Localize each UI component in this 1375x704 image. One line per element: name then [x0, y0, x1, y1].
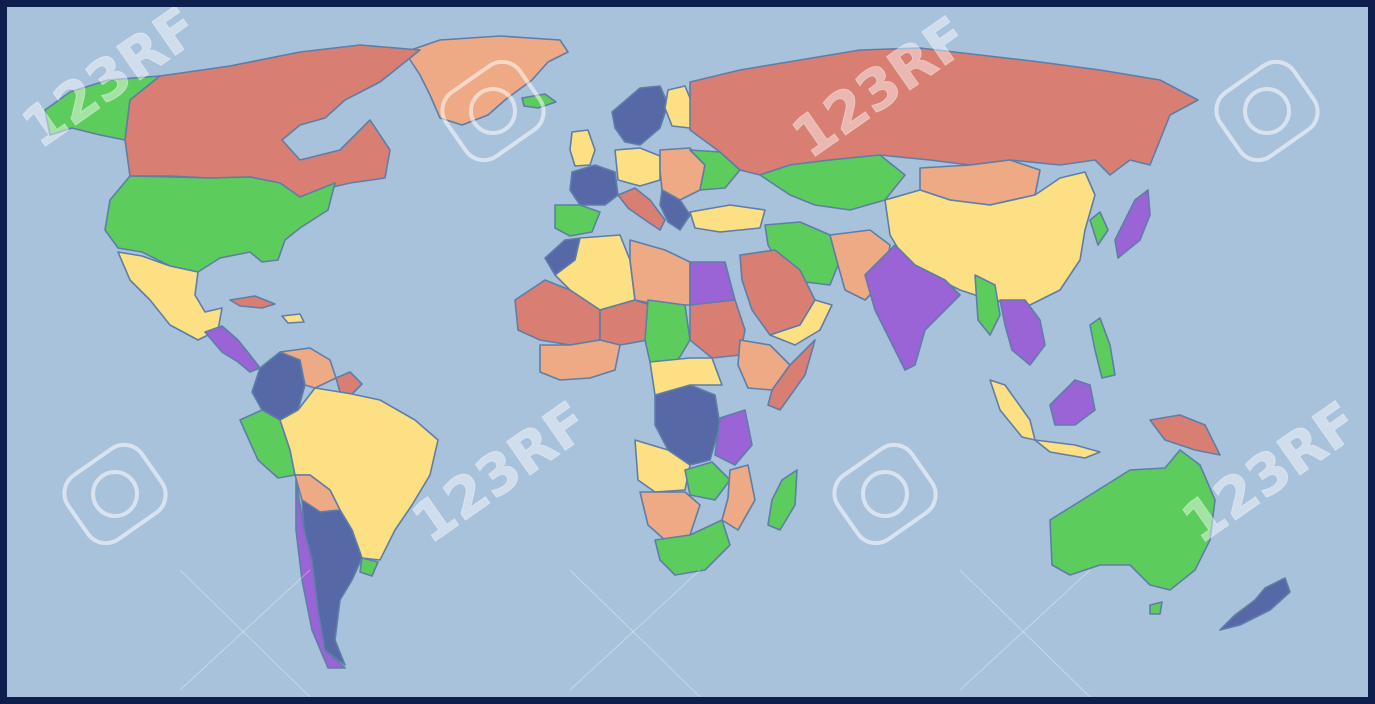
turkey [689, 204, 766, 233]
mozambique [721, 464, 756, 531]
hispaniola [281, 313, 305, 324]
tasmania [1149, 601, 1163, 615]
world-map-canvas: 123RF 123RF 123RF 123RF [10, 7, 1368, 697]
madagascar [767, 469, 798, 531]
watermark-diagonal-line [959, 569, 1091, 697]
chile [295, 479, 346, 669]
india [864, 244, 961, 371]
sudan [689, 299, 746, 359]
chad [644, 299, 691, 366]
egypt [689, 261, 736, 306]
usa [104, 175, 336, 273]
germany-central [614, 147, 661, 187]
iberia [554, 204, 601, 237]
new-zealand [1219, 577, 1291, 631]
canada [124, 44, 421, 198]
borneo [1049, 379, 1096, 426]
norway-sweden [611, 85, 669, 146]
namibia-botswana [639, 491, 701, 541]
angola [634, 439, 691, 493]
watermark-diagonal-line [569, 569, 701, 691]
watermark-diagonal-line [569, 569, 701, 697]
watermark-diagonal-line [179, 569, 311, 697]
java [1034, 439, 1101, 459]
japan [1114, 189, 1151, 259]
dr-congo [654, 384, 721, 466]
nigeria-west-africa [539, 339, 621, 381]
france [569, 164, 619, 206]
south-africa [654, 519, 731, 576]
central-africa [649, 357, 723, 396]
watermark-camera-icon [1214, 59, 1320, 163]
korea [1089, 211, 1109, 246]
guianas [335, 371, 363, 395]
new-guinea [1149, 414, 1221, 456]
watermark-camera-icon [832, 442, 938, 546]
balkans-greece [659, 189, 691, 231]
cuba [229, 295, 276, 309]
indochina [999, 299, 1046, 366]
uk-ireland [569, 129, 596, 167]
uruguay [359, 557, 379, 577]
philippines [1089, 317, 1116, 379]
yemen-oman [769, 299, 833, 346]
venezuela [279, 347, 337, 389]
italy [617, 187, 666, 231]
watermark-camera-icon [62, 442, 168, 546]
watermark-diagonal-line [959, 569, 1091, 691]
myanmar [974, 274, 1001, 336]
zambia-zimbabwe [684, 461, 731, 501]
watermark-diagonal-line [179, 569, 311, 691]
mexico [117, 251, 223, 341]
australia [1049, 449, 1216, 591]
somalia [767, 339, 816, 411]
kazakhstan [759, 154, 906, 211]
sumatra [989, 379, 1036, 441]
watermark-camera-icon [440, 59, 546, 163]
libya [629, 239, 691, 306]
central-america [204, 325, 261, 373]
east-africa [714, 409, 753, 466]
